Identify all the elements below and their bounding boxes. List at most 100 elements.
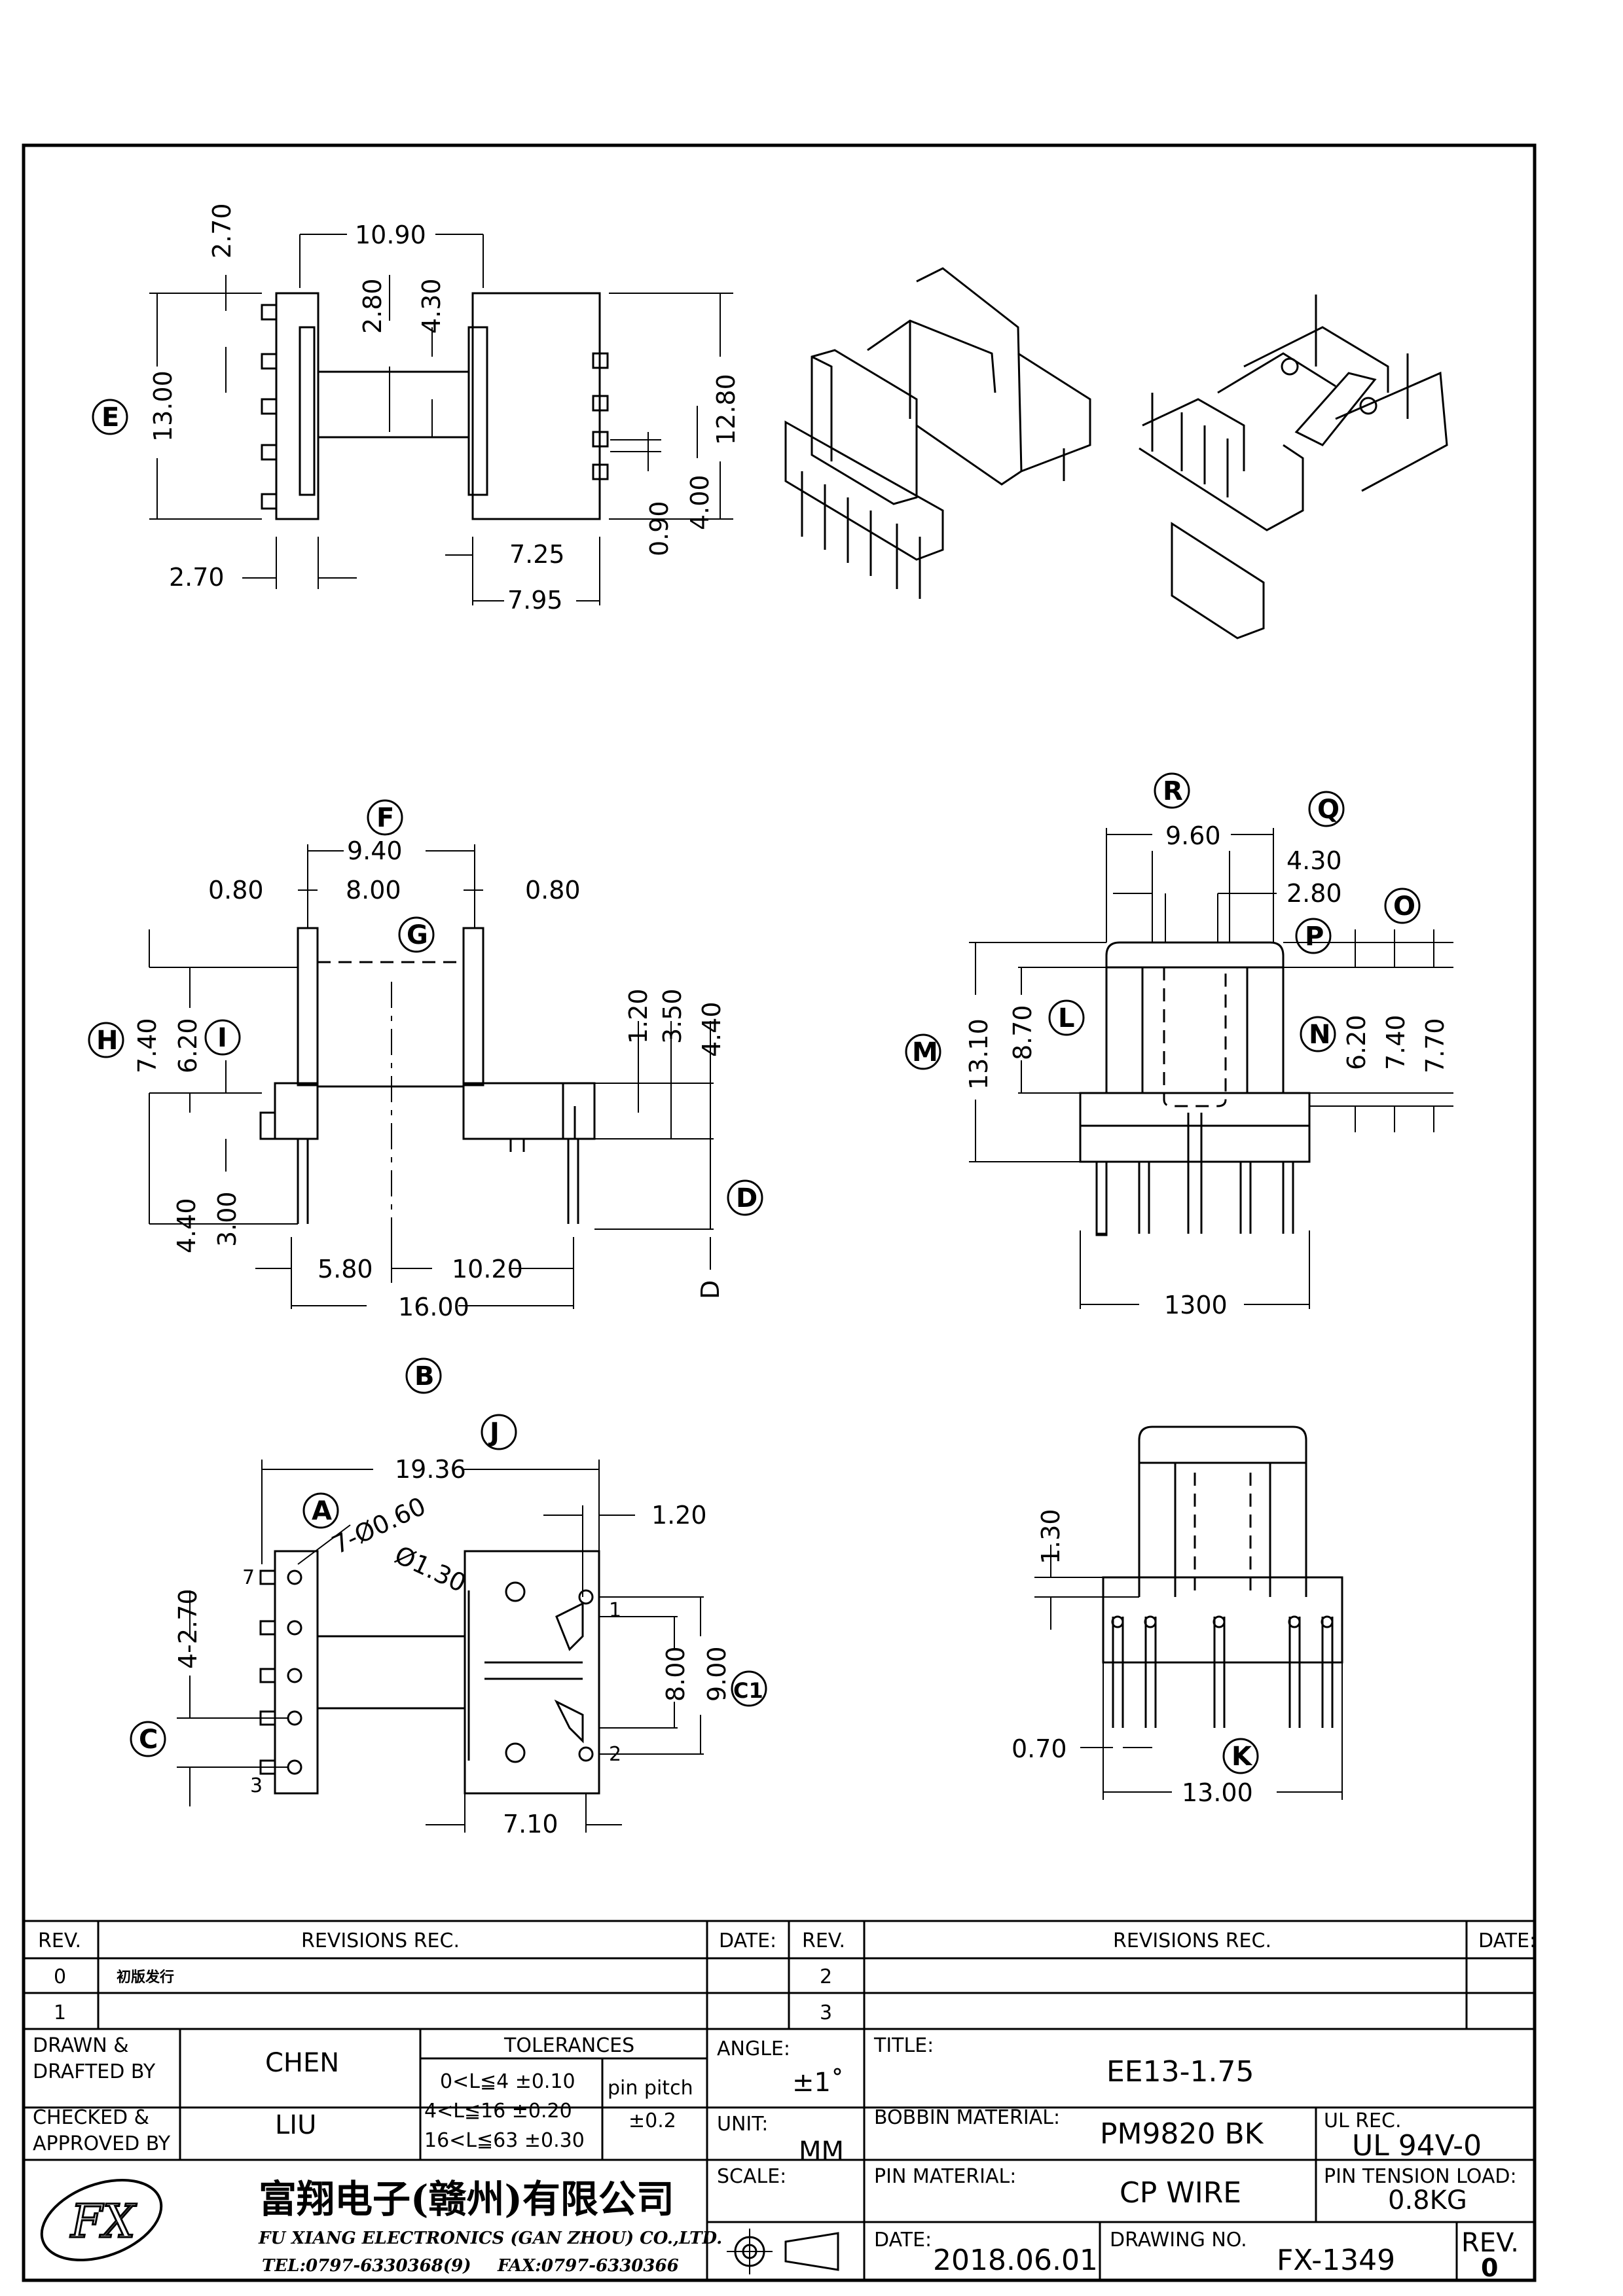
- label-e: E: [101, 403, 119, 433]
- dim-v3-13.10: 13.10: [964, 1018, 993, 1090]
- tb-pin-tension-label: PIN TENSION LOAD:: [1324, 2165, 1517, 2188]
- dim-v2-16.00: 16.00: [398, 1293, 469, 1321]
- tb-ul-label: UL REC.: [1324, 2109, 1402, 2132]
- tb-rev-header: REV.: [38, 1929, 81, 1952]
- tb-approved-by: LIU: [275, 2110, 316, 2140]
- tb-date-header: DATE:: [719, 1929, 776, 1952]
- dim-v4-9.00: 9.00: [702, 1646, 731, 1702]
- tb-scale-label: SCALE:: [717, 2165, 786, 2188]
- dim-v2-10.20: 10.20: [452, 1255, 523, 1283]
- dim-v2-3.50: 3.50: [658, 988, 687, 1044]
- dim-v2-7.40: 7.40: [133, 1018, 162, 1073]
- dim-v5-1.30: 1.30: [1036, 1509, 1065, 1564]
- dim-v3-2.80: 2.80: [1286, 879, 1342, 908]
- dim-v2-6.20: 6.20: [173, 1018, 202, 1073]
- tb-checked-label: CHECKED &: [33, 2106, 149, 2129]
- label-l: L: [1058, 1003, 1075, 1033]
- tb-drawing-no-value: FX-1349: [1277, 2244, 1395, 2277]
- pin-number-1: 1: [609, 1599, 621, 1622]
- dim-v4-7.10: 7.10: [503, 1810, 558, 1839]
- label-h: H: [96, 1026, 118, 1056]
- tb-drafted-label: DRAFTED BY: [33, 2060, 156, 2083]
- dim-v2-1.20: 1.20: [624, 988, 653, 1044]
- company-name-cn: 富翔电子(赣州)有限公司: [259, 2177, 674, 2221]
- label-b: B: [414, 1361, 435, 1391]
- tb-drawing-no-label: DRAWING NO.: [1110, 2229, 1247, 2251]
- tb-bobbin-label: BOBBIN MATERIAL:: [874, 2106, 1060, 2129]
- dim-v5-0.70: 0.70: [1012, 1734, 1067, 1763]
- dim-v3-6.20: 6.20: [1342, 1014, 1371, 1070]
- dim-v4-19.36: 19.36: [395, 1455, 466, 1484]
- tb-rev-row-2: 2: [820, 1965, 832, 1988]
- tb-pin-material-label: PIN MATERIAL:: [874, 2165, 1016, 2188]
- tb-tolerances-label: TOLERANCES: [503, 2034, 634, 2057]
- label-i: I: [217, 1023, 227, 1053]
- tb-tolerance-row-3: 16<L≦63 ±0.30: [424, 2129, 585, 2152]
- dim-v1-width: 10.90: [355, 221, 426, 249]
- tb-rev-value: 0: [1481, 2253, 1498, 2282]
- dim-v1-7.95: 7.95: [507, 586, 563, 615]
- dim-v1-12.80: 12.80: [712, 374, 740, 445]
- pin-number-7: 7: [242, 1566, 255, 1589]
- view-front: [92, 234, 733, 605]
- dim-v3-7.70: 7.70: [1421, 1018, 1450, 1073]
- dim-v4-hole: Ø1.30: [390, 1540, 470, 1598]
- tb-tolerance-row-2: 4<L≦16 ±0.20: [424, 2100, 572, 2123]
- dim-v2-4.40-right: 4.40: [697, 1001, 726, 1057]
- tb-rev-label: REV.: [1461, 2228, 1519, 2258]
- label-c1: C1: [733, 1678, 763, 1703]
- dim-v3-8.70: 8.70: [1008, 1005, 1037, 1060]
- tb-date-header-2: DATE:: [1478, 1929, 1536, 1952]
- dim-v3-7.40: 7.40: [1381, 1014, 1410, 1070]
- label-m: M: [912, 1037, 938, 1067]
- label-q: Q: [1317, 795, 1340, 825]
- dim-v4-4-2.70: 4-2.70: [173, 1589, 202, 1670]
- label-j: J: [488, 1418, 500, 1448]
- label-f: F: [376, 803, 394, 833]
- tb-approved-label: APPROVED BY: [33, 2132, 171, 2155]
- tb-revisions-header: REVISIONS REC.: [301, 1929, 460, 1952]
- dim-v2-3.00: 3.00: [213, 1191, 242, 1247]
- tb-title-value: EE13-1.75: [1106, 2055, 1254, 2089]
- tb-revisions-header-2: REVISIONS REC.: [1113, 1929, 1271, 1952]
- tb-pin-pitch-label: pin pitch: [608, 2077, 693, 2100]
- view-bottom: [130, 1414, 767, 1833]
- dim-v1-4.00: 4.00: [685, 475, 714, 530]
- tb-rev-row-0: 0: [54, 1965, 66, 1988]
- tb-unit-label: UNIT:: [717, 2113, 768, 2136]
- dim-v1-2.80: 2.80: [358, 278, 387, 334]
- tb-rev-row-0-text: 初版发行: [117, 1969, 174, 1986]
- dim-v2-9.40: 9.40: [347, 836, 403, 865]
- iso-view-1: [784, 267, 1091, 599]
- label-a: A: [312, 1496, 332, 1526]
- dim-v2-d: D: [696, 1280, 725, 1299]
- company-fax: FAX:0797-6330366: [497, 2256, 679, 2276]
- dim-v4-1.20: 1.20: [651, 1501, 707, 1530]
- drawing-border: [22, 143, 1537, 2282]
- company-tel: TEL:0797-6330368(9): [262, 2256, 471, 2276]
- view-end: [905, 772, 1453, 1309]
- tb-pin-pitch-value: ±0.2: [629, 2109, 676, 2132]
- label-n: N: [1309, 1020, 1330, 1050]
- pin-number-3: 3: [250, 1774, 263, 1797]
- dim-v1-0.90: 0.90: [645, 501, 674, 556]
- dim-v5-13.00: 13.00: [1182, 1778, 1253, 1807]
- tb-unit-value: MM: [799, 2136, 844, 2166]
- label-g: G: [407, 920, 428, 950]
- dim-v2-0.80-right: 0.80: [525, 876, 581, 905]
- tb-ul-value: UL 94V-0: [1352, 2129, 1482, 2162]
- label-k: K: [1231, 1742, 1253, 1772]
- tb-angle-value: ±1˚: [792, 2068, 844, 2098]
- dim-v3-1300: 1300: [1164, 1291, 1228, 1319]
- tb-angle-label: ANGLE:: [717, 2037, 790, 2060]
- label-c: C: [139, 1725, 158, 1755]
- label-p: P: [1305, 922, 1324, 952]
- dim-v2-8.00: 8.00: [346, 876, 401, 905]
- dim-v1-2.70-bottom: 2.70: [169, 563, 225, 592]
- tb-title-label: TITLE:: [873, 2034, 934, 2057]
- tb-bobbin-value: PM9820 BK: [1100, 2117, 1264, 2151]
- pin-number-2: 2: [609, 1743, 621, 1766]
- tb-pin-tension-value: 0.8KG: [1388, 2185, 1467, 2215]
- tb-date-label: DATE:: [874, 2229, 932, 2251]
